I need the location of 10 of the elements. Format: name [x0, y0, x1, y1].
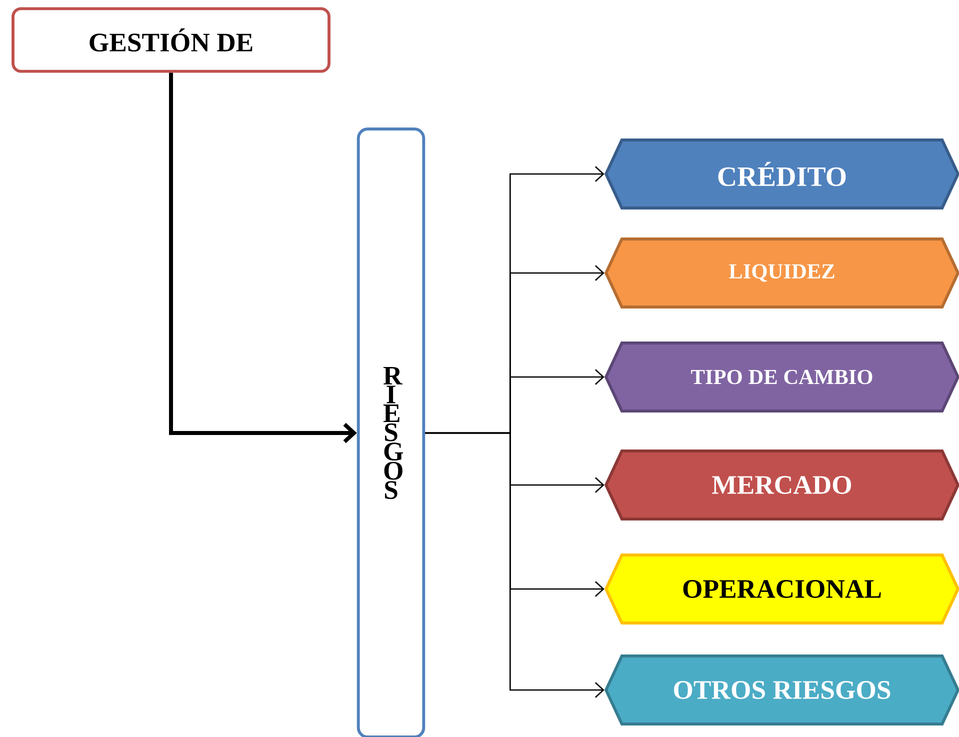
arrow: [425, 432, 604, 698]
category-arrow-box: CRÉDITO: [604, 138, 959, 210]
arrow: [169, 72, 357, 444]
category-arrow-box: OPERACIONAL: [604, 554, 959, 624]
category-arrow-box: MERCADO: [604, 450, 959, 520]
category-arrow-box: OTROS RIESGOS: [604, 654, 959, 726]
vertical-box: R I E S G O S: [356, 128, 426, 737]
title-box: GESTIÓN DE: [12, 7, 330, 73]
category-arrow-box: LIQUIDEZ: [604, 238, 959, 308]
category-arrow-box: TIPO DE CAMBIO: [604, 342, 959, 412]
